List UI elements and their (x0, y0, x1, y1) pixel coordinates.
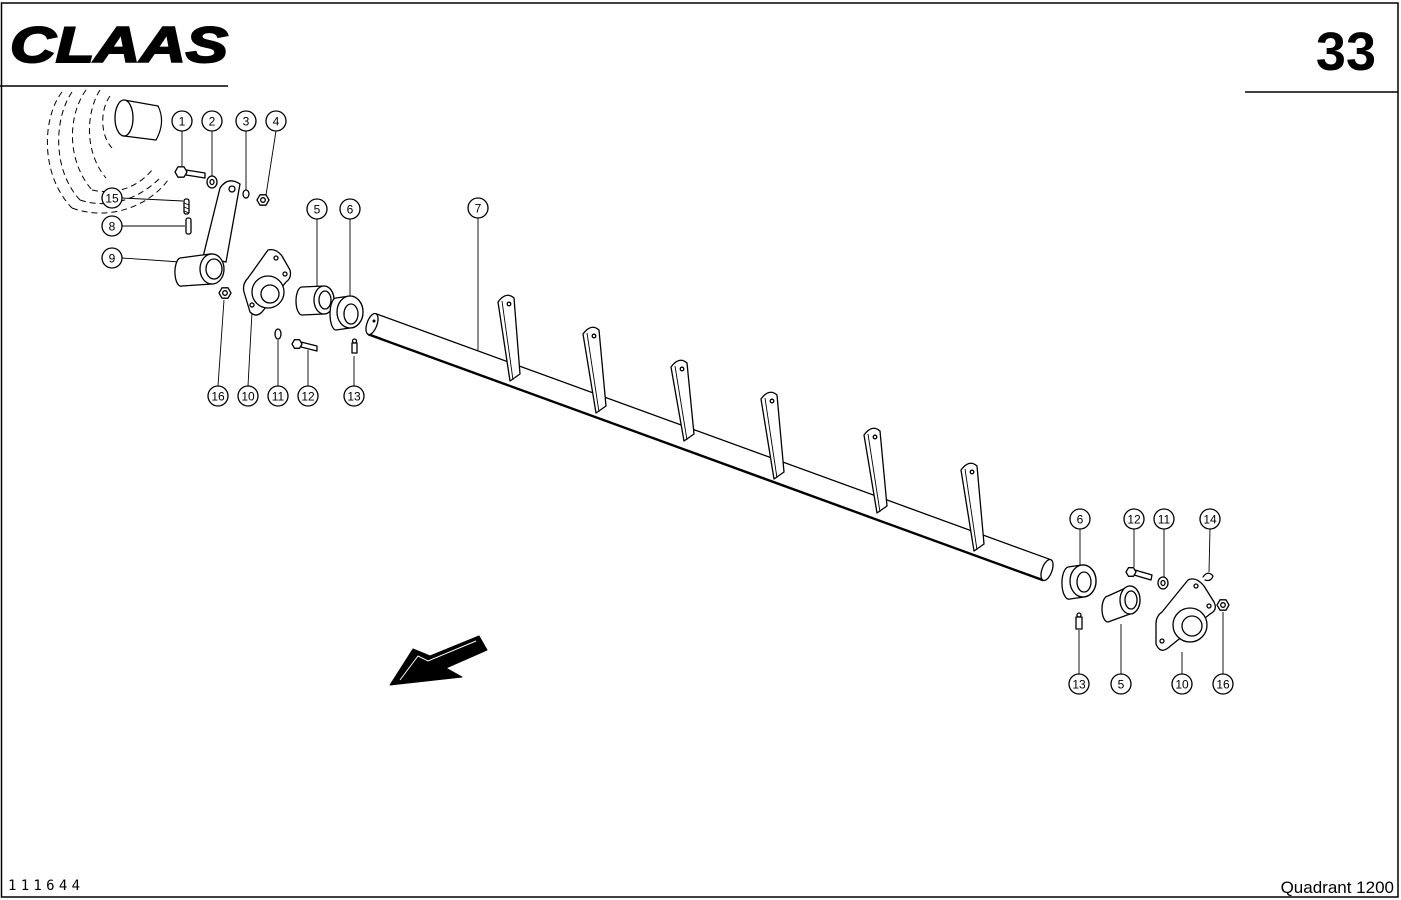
leader-line (121, 197, 184, 202)
callout-label: 13 (1072, 677, 1086, 691)
callout-7: 7 (467, 197, 489, 219)
part-tine (863, 427, 888, 514)
callout-label: 16 (211, 389, 225, 403)
arrow-down-left-icon (389, 635, 488, 686)
leader-line (265, 130, 277, 196)
part-pin-8 (185, 217, 192, 235)
leader-line (217, 299, 225, 387)
part-grease-nipple-13-right (1075, 612, 1083, 630)
part-tine (960, 462, 985, 552)
callout-11-left: 11 (267, 385, 289, 407)
callout-13-right: 13 (1068, 673, 1090, 695)
part-nut-16-right (1216, 599, 1230, 611)
part-shaft (365, 312, 1054, 582)
part-bearing-5-right (1101, 585, 1141, 623)
leader-line (1208, 528, 1211, 573)
callout-label: 5 (1118, 677, 1125, 691)
callout-label: 16 (1216, 677, 1230, 691)
part-bolt-12-left (291, 339, 318, 352)
callout-16-right: 16 (1212, 673, 1234, 695)
callout-label: 13 (347, 389, 361, 403)
part-washer-11-left (274, 328, 282, 340)
part-bearing-5-left (295, 285, 335, 316)
callout-10-right: 10 (1171, 673, 1193, 695)
leader-line (247, 311, 253, 387)
part-tine (760, 391, 785, 480)
callout-5-right: 5 (1110, 673, 1132, 695)
part-pin-15 (183, 198, 190, 215)
callout-label: 7 (475, 201, 482, 215)
callout-label: 5 (314, 202, 321, 216)
callout-label: 15 (105, 191, 119, 205)
part-washer-11-right (1157, 576, 1169, 590)
callout-12-right: 12 (1123, 508, 1145, 530)
callout-1: 1 (171, 110, 193, 132)
callout-15: 15 (101, 187, 123, 209)
part-nut-16-left (218, 287, 232, 299)
part-bolt-1 (174, 166, 206, 179)
part-tine (497, 294, 521, 382)
part-flange-10-left (242, 248, 292, 316)
part-tine (582, 326, 607, 414)
wheel-hub (114, 99, 163, 141)
part-ring-6-right (1061, 564, 1097, 600)
callout-14: 14 (1199, 508, 1221, 530)
part-lever-9 (174, 180, 241, 287)
callout-9: 9 (101, 247, 123, 269)
callout-label: 11 (1158, 512, 1171, 526)
callout-label: 10 (241, 389, 255, 403)
callout-6-right: 6 (1069, 508, 1091, 530)
part-flange-10-right (1155, 578, 1216, 651)
callout-label: 2 (209, 114, 216, 128)
callout-2: 2 (201, 110, 223, 132)
wheel-outline (47, 89, 169, 214)
leader-line (121, 257, 181, 263)
callout-label: 3 (243, 114, 250, 128)
drawing-number: 111644 (8, 878, 80, 894)
callout-label: 12 (301, 389, 315, 403)
callout-4: 4 (265, 110, 287, 132)
callout-8: 8 (101, 215, 123, 237)
callout-label: 11 (272, 389, 285, 403)
callout-label: 14 (1203, 512, 1217, 526)
model-name: Quadrant 1200 (1281, 878, 1394, 897)
part-washer-2 (206, 175, 218, 189)
part-clip-14 (1202, 572, 1214, 582)
callout-label: 12 (1127, 512, 1141, 526)
callout-label: 9 (109, 251, 116, 265)
callout-13-left: 13 (343, 385, 365, 407)
callout-label: 8 (109, 219, 116, 233)
callout-11-right: 11 (1153, 508, 1175, 530)
callout-label: 6 (1077, 512, 1084, 526)
page-number: 33 (1316, 22, 1376, 82)
callout-16-left: 16 (207, 385, 229, 407)
leader-lines (121, 130, 1224, 674)
callout-12-left: 12 (297, 385, 319, 407)
part-nut-4 (256, 194, 270, 206)
callout-label: 4 (273, 114, 280, 128)
callout-3: 3 (235, 110, 257, 132)
callout-5-left: 5 (306, 198, 328, 220)
part-ring-6-left (329, 295, 364, 331)
part-tine (670, 359, 695, 442)
callout-label: 10 (1175, 677, 1189, 691)
callout-label: 1 (179, 114, 186, 128)
callout-6-left: 6 (339, 198, 361, 220)
callout-10-left: 10 (237, 385, 259, 407)
part-bolt-12-right (1125, 567, 1153, 581)
part-grease-nipple-13-left (351, 338, 358, 354)
part-washer-3 (242, 189, 250, 199)
claas-logo: CLAAS (10, 17, 228, 73)
callout-label: 6 (347, 202, 354, 216)
